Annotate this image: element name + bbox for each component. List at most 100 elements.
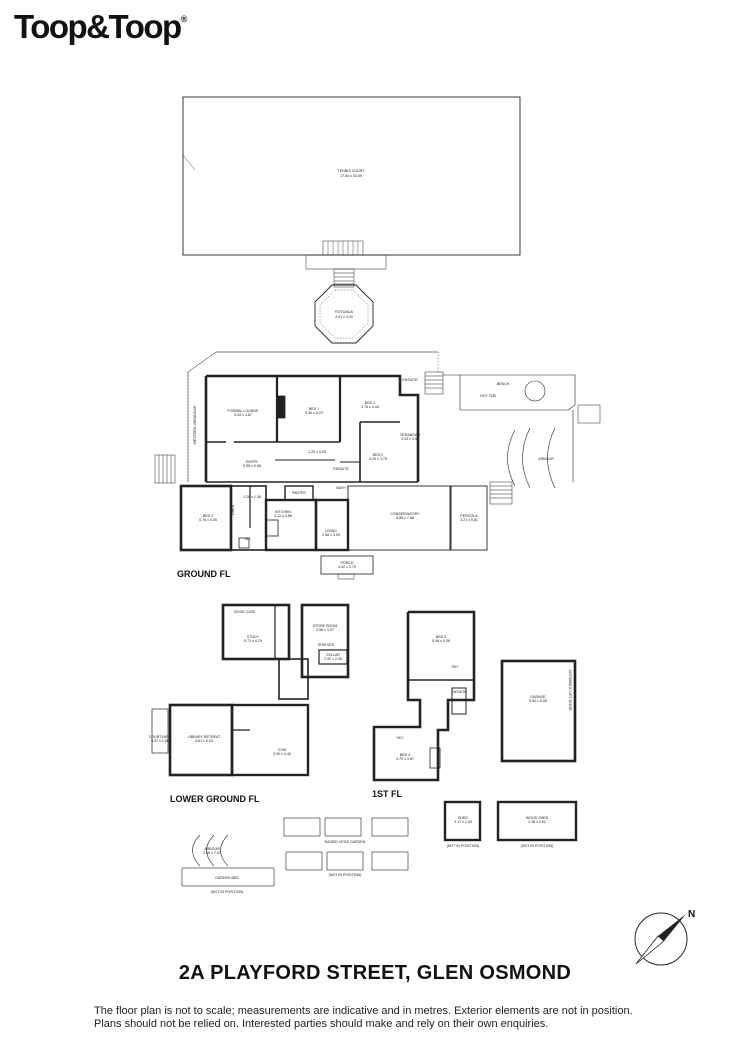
linen-label: LINEN <box>231 504 235 515</box>
bed5-size: 5.46 x 5.36 <box>432 639 450 643</box>
arbour2-label: ARBOUR <box>204 847 220 851</box>
gym-size: 3.90 x 4.40 <box>273 752 291 756</box>
library-label: LIBRARY RETREAT <box>188 735 222 739</box>
library-size: 4.81 x 5.04 <box>195 739 213 743</box>
garden-arbour: ARBOUR 2.88 x 7.07 GARDEN BED (NOT IN PO… <box>181 834 275 894</box>
bed1-east-label: BED 1 <box>365 401 375 405</box>
sky1-label: SKY <box>451 665 459 669</box>
porch-label: PORCH <box>341 561 354 565</box>
shed-size: 3.17 x 2.43 <box>454 820 472 824</box>
lift-door-label: AUTOMATIC LIFT DOOR <box>568 670 572 711</box>
shed-not-in-position: (NOT IN POSITION) <box>447 844 480 848</box>
hall-size: 1.25 x 3.25 <box>308 450 326 454</box>
bed4-label: BED 4 <box>400 753 410 757</box>
entry-label: ENTRY <box>246 460 259 464</box>
bed5-label: BED 5 <box>436 635 446 639</box>
store-room-size: 2.98 x 3.97 <box>316 628 334 632</box>
cellar-size: 2.92 x 2.36 <box>324 657 342 661</box>
conservatory-size: 5.88 x 7.66 <box>396 516 414 520</box>
book-case-label: BOOK CASE <box>234 610 256 614</box>
porch-size: 3.02 x 2.75 <box>338 565 356 569</box>
gym-label: GYM <box>278 748 286 752</box>
tennis-court-size: 17.84 x 34.55 <box>340 174 362 178</box>
compass-icon: N <box>634 909 695 966</box>
living-label: LIVING <box>325 529 337 533</box>
bench-label: BENCH <box>497 382 510 386</box>
entry-size: 5.58 x 4.88 <box>243 464 261 468</box>
hot-tub-label: HOT TUB <box>480 394 496 398</box>
cellar-label: CELLAR <box>326 653 340 657</box>
bed2-size: 5.29 x 3.75 <box>369 457 387 461</box>
study-size: 5.73 x 4.79 <box>244 639 262 643</box>
lower-ground-floor-label: LOWER GROUND FL <box>170 794 260 804</box>
garage-size: 5.92 x 6.08 <box>529 699 547 703</box>
tennis-court: TENNIS COURT 17.84 x 34.55 <box>182 96 521 256</box>
compass-north-label: N <box>688 909 695 920</box>
disclaimer: The floor plan is not to scale; measurem… <box>94 1005 694 1031</box>
garden-not-in-position: (NOT IN POSITION) <box>329 873 362 877</box>
laundry-size: 1.26 x 1.36 <box>243 495 261 499</box>
first-floor: BED 5 5.46 x 5.36 SKY BED 4 4.79 x 3.87 … <box>372 610 476 782</box>
bed3-size: 5.76 x 4.05 <box>199 518 217 522</box>
garden-bed-label: GARDEN BED <box>215 876 239 880</box>
bed1-ground-label: BED 1 <box>309 407 319 411</box>
bed1-east-size: 3.76 x 4.44 <box>361 405 379 409</box>
kitchen-label: KITCHEN <box>275 510 291 514</box>
arbour-label: ARBOUR <box>538 457 554 461</box>
arbour-not-in-position: (NOT IN POSITION) <box>211 890 244 894</box>
east-steps <box>489 481 513 505</box>
garage: GARAGE 5.92 x 6.08 AUTOMATIC LIFT DOOR <box>500 659 577 763</box>
courtyard-label: COURTYARD <box>149 735 172 739</box>
ensuite2-label: ENSUITE <box>333 467 349 471</box>
wood-shed-label: WOOD SHED <box>526 816 549 820</box>
toop-toop-logo: Toop&Toop® <box>14 8 187 46</box>
kitchen-size: 4.12 x 3.56 <box>274 514 292 518</box>
verandah-east-size: 2.03 x 3.50 <box>401 437 419 441</box>
disclaimer-line-2: Plans should not be relied on. Intereste… <box>94 1018 549 1030</box>
west-steps <box>154 454 176 484</box>
wood-shed-size: 2.38 x 3.62 <box>528 820 546 824</box>
registered-mark: ® <box>180 14 188 24</box>
logo-text: Toop&Toop <box>14 8 182 45</box>
north-east-steps <box>424 371 444 395</box>
conservatory-label: CONSERVATORY <box>390 512 420 516</box>
ground-floor-label: GROUND FL <box>177 569 231 579</box>
living-size: 2.68 x 3.95 <box>322 533 340 537</box>
ensuite-first-label: ENSUITE <box>451 690 467 694</box>
bath-label: BATH <box>336 486 346 490</box>
first-floor-label: 1ST FL <box>372 789 403 799</box>
courtyard-size: 5.57 x 1.86 <box>151 739 169 743</box>
verandah-east-label: VERANDAH <box>400 433 420 437</box>
lower-ground-floor: BOOK CASE STUDY 5.73 x 4.79 STORE ROOM 2… <box>149 603 350 777</box>
tennis-court-label: TENNIS COURT <box>338 169 366 173</box>
raised-garden-label: RAISED VEGE GARDEN <box>325 840 366 844</box>
formal-lounge-label: FORMAL LOUNGE <box>227 409 259 413</box>
sky2-label: SKY <box>396 736 404 740</box>
wood-shed-not-in-position: (NOT IN POSITION) <box>521 844 554 848</box>
rotunda-size: 4.91 x 4.20 <box>335 315 353 319</box>
bed2-label: BED 2 <box>373 453 383 457</box>
formal-lounge-size: 5.34 x 4.87 <box>234 413 252 417</box>
pergola-label: PERGOLA <box>460 514 478 518</box>
bed1-ground-size: 5.46 x 5.23 <box>305 411 323 415</box>
ensuite-label: ENSUITE <box>402 378 418 382</box>
garage-label: GARAGE <box>530 695 546 699</box>
rotunda: ROTUNDA 4.91 x 4.20 <box>314 284 374 344</box>
wc-label: WC <box>245 537 251 541</box>
pantry-label: PANTRY <box>292 491 307 495</box>
store-room-label: STORE ROOM <box>313 624 338 628</box>
western-verandah-label: WESTERN VERANDAH <box>193 405 197 444</box>
pergola-size: 3.21 x 5.81 <box>460 518 478 522</box>
disclaimer-line-1: The floor plan is not to scale; measurem… <box>94 1005 633 1017</box>
arbour2-size: 2.88 x 7.07 <box>203 851 221 855</box>
ground-floor: WESTERN VERANDAH FORMAL LOUNGE 5.34 x 4.… <box>154 351 601 580</box>
shed-label: SHED <box>458 816 468 820</box>
bed4-size: 4.79 x 3.87 <box>396 757 414 761</box>
property-address: 2A PLAYFORD STREET, GLEN OSMOND <box>178 962 572 984</box>
bed3-label: BED 3 <box>203 514 213 518</box>
raised-vege-garden: RAISED VEGE GARDEN (NOT IN POSITION) <box>283 817 409 877</box>
rotunda-label: ROTUNDA <box>335 310 353 314</box>
sheds: SHED 3.17 x 2.43 WOOD SHED 2.38 x 3.62 (… <box>443 800 578 848</box>
steps-to-rotunda <box>333 268 355 288</box>
